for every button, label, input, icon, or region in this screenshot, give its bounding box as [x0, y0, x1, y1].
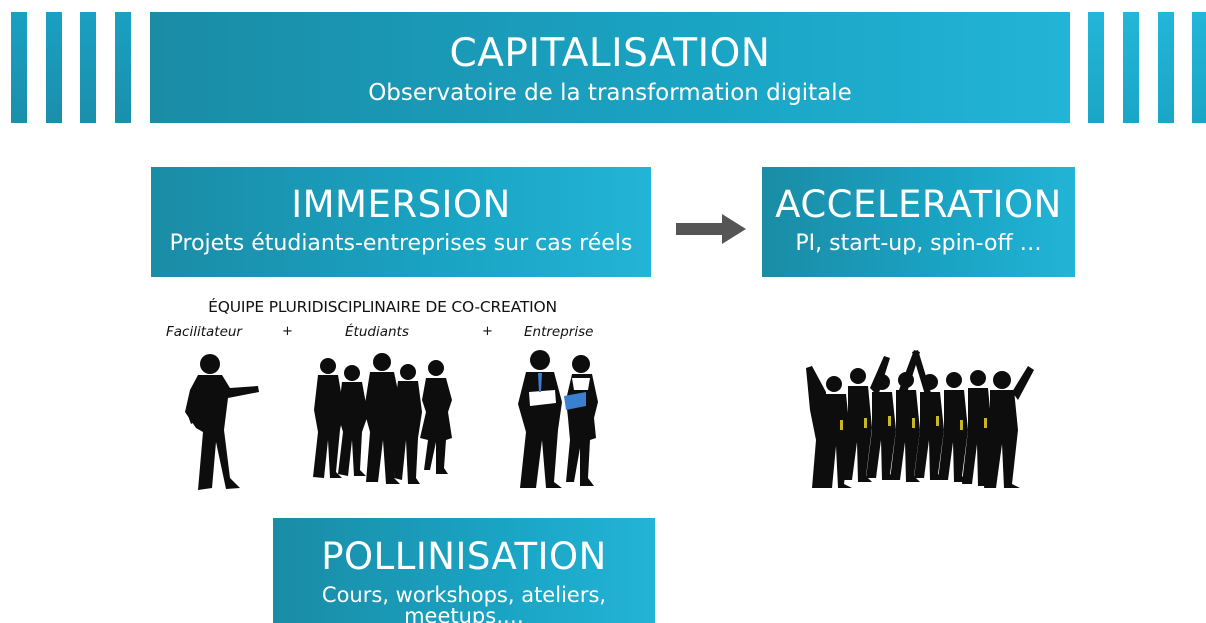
- capitalisation-subtitle: Observatoire de la transformation digita…: [368, 80, 852, 106]
- business-people-silhouette-icon: [518, 350, 598, 488]
- pollinisation-box: POLLINISATION Cours, workshops, ateliers…: [273, 518, 655, 623]
- role-facilitator: Facilitateur: [166, 324, 242, 340]
- decorative-stripe: [80, 12, 96, 123]
- plus-sign: +: [282, 324, 293, 339]
- acceleration-box: ACCELERATION PI, start-up, spin-off …: [762, 167, 1075, 277]
- decorative-stripe: [11, 12, 27, 123]
- pollinisation-title: POLLINISATION: [321, 535, 607, 578]
- role-students: Étudiants: [345, 324, 409, 340]
- arrow-right-icon: [676, 214, 746, 244]
- presenter-silhouette-icon: [185, 354, 259, 490]
- immersion-subtitle: Projets étudiants-entreprises sur cas ré…: [169, 231, 633, 256]
- capitalisation-title: CAPITALISATION: [449, 31, 771, 76]
- decorative-stripe: [115, 12, 131, 123]
- acceleration-title: ACCELERATION: [775, 183, 1062, 226]
- decorative-stripe: [1088, 12, 1104, 123]
- decorative-stripe: [46, 12, 62, 123]
- decorative-stripe: [1158, 12, 1174, 123]
- decorative-stripe: [1123, 12, 1139, 123]
- immersion-box: IMMERSION Projets étudiants-entreprises …: [151, 167, 651, 277]
- group-silhouette-icon: [313, 353, 452, 484]
- decorative-stripe: [1192, 12, 1206, 123]
- role-company: Entreprise: [524, 324, 594, 340]
- pollinisation-subtitle: Cours, workshops, ateliers, meetups,…: [321, 583, 607, 623]
- cheering-crowd-silhouette-icon: [806, 350, 1034, 488]
- acceleration-subtitle: PI, start-up, spin-off …: [795, 231, 1042, 256]
- immersion-title: IMMERSION: [291, 183, 511, 226]
- team-title: ÉQUIPE PLURIDISCIPLINAIRE DE CO-CREATION: [208, 298, 557, 316]
- capitalisation-box: CAPITALISATION Observatoire de la transf…: [150, 12, 1070, 123]
- plus-sign: +: [482, 324, 493, 339]
